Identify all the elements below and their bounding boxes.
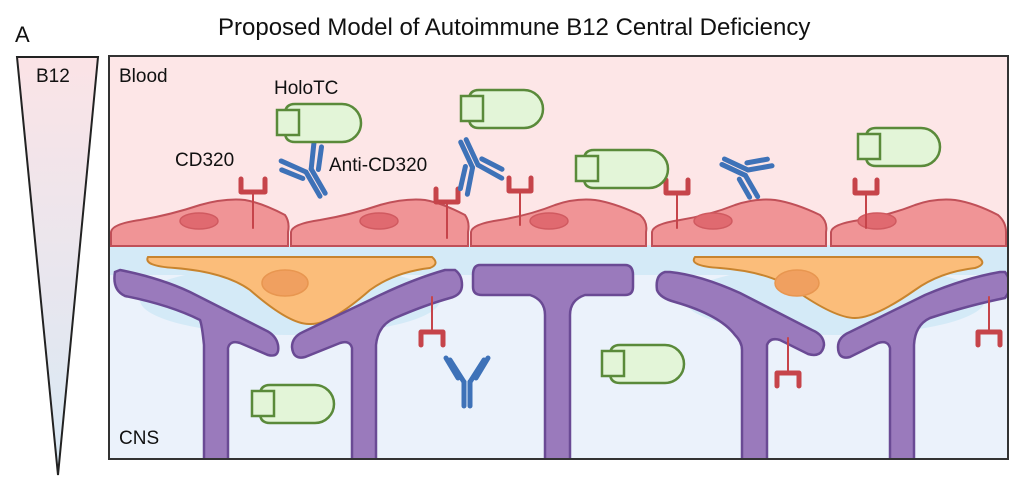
endothelial-cell-4 xyxy=(651,198,828,247)
holotc-molecule xyxy=(250,383,336,425)
astrocytes xyxy=(113,263,1008,459)
cd320-receptor xyxy=(238,176,268,229)
endothelial-cell-5 xyxy=(830,198,1007,247)
endothelial-layer xyxy=(110,198,1007,247)
endothelial-nucleus xyxy=(857,212,897,230)
pericyte-nucleus xyxy=(261,269,309,297)
b12-label: B12 xyxy=(36,66,70,87)
blood-label: Blood xyxy=(119,66,168,87)
holotc-label: HoloTC xyxy=(274,78,339,99)
cns-label: CNS xyxy=(119,428,160,449)
cd320-receptor xyxy=(774,337,802,389)
figure-title: Proposed Model of Autoimmune B12 Central… xyxy=(218,14,811,41)
cd320-receptor xyxy=(506,175,534,226)
diagram-frame xyxy=(108,55,1009,460)
cd320-receptor xyxy=(975,296,1003,348)
holotc-molecule xyxy=(600,343,686,385)
astrocyte-1 xyxy=(113,268,280,459)
anti-cd320-antibodies xyxy=(278,137,775,409)
anti-cd320-label: Anti-CD320 xyxy=(329,155,428,176)
anti-cd320-antibody xyxy=(457,137,505,197)
cd320-receptor xyxy=(852,177,880,229)
pericyte-right xyxy=(692,256,984,320)
cd320-receptors-cns xyxy=(418,296,1003,389)
b12-gradient-triangle xyxy=(15,56,100,476)
holotc-molecule xyxy=(574,148,670,190)
endothelial-nucleus xyxy=(529,212,569,230)
anti-cd320-antibody xyxy=(278,139,328,199)
astrocyte-4 xyxy=(655,270,826,459)
holotc-molecule xyxy=(275,102,363,144)
anti-cd320-antibody xyxy=(719,156,775,200)
anti-cd320-antibody xyxy=(443,355,491,409)
pericyte-left xyxy=(146,256,437,326)
cd320-receptor xyxy=(418,296,446,348)
endothelial-nucleus xyxy=(693,212,733,230)
endothelial-nucleus xyxy=(179,212,219,230)
holotc-molecules xyxy=(250,88,942,425)
pericyte-nucleus xyxy=(774,269,820,297)
cd320-label: CD320 xyxy=(175,150,235,171)
panel-letter: A xyxy=(15,22,30,47)
astrocyte-2 xyxy=(290,268,464,459)
cd320-receptor xyxy=(663,177,691,229)
cd320-receptor xyxy=(433,186,461,239)
cd320-receptors-blood xyxy=(238,175,880,239)
endothelial-nucleus xyxy=(359,212,399,230)
holotc-molecule xyxy=(459,88,545,130)
astrocyte-3 xyxy=(471,263,635,459)
holotc-molecule xyxy=(856,126,942,168)
